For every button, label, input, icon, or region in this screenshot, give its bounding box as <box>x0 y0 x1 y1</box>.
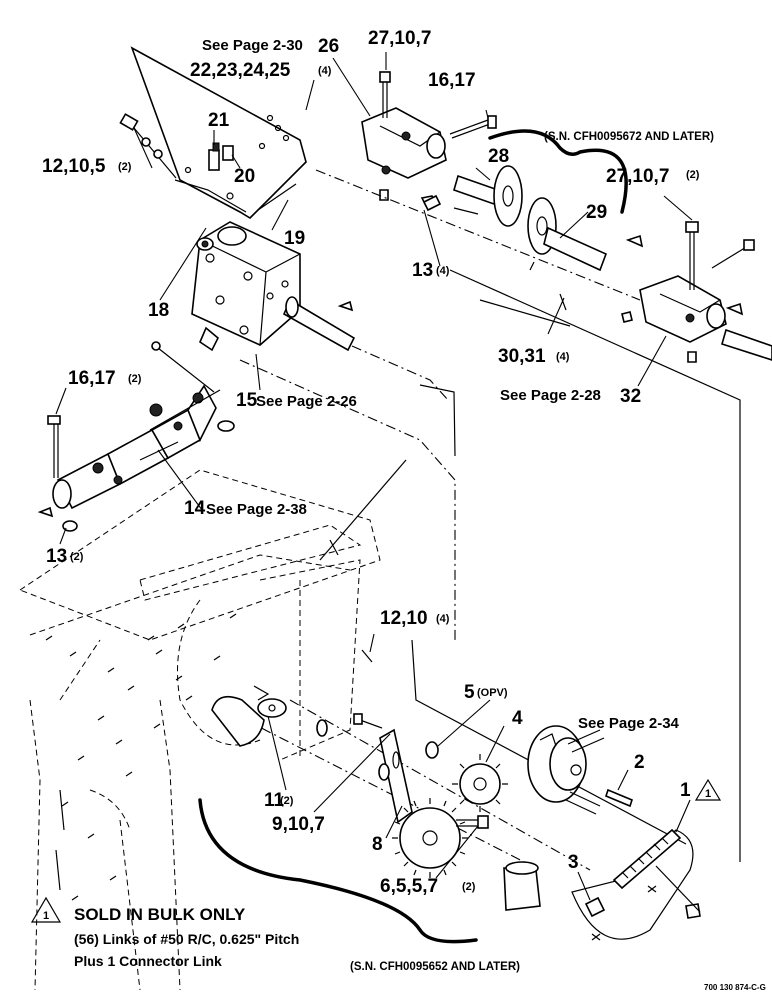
callout-16-lower-qty: (2) <box>128 373 142 385</box>
roller-sleeve <box>503 861 541 911</box>
callout-28: 28 <box>488 146 509 167</box>
callout-1-tri-num: 1 <box>705 788 711 800</box>
callout-4: 4 <box>512 708 523 729</box>
serial-brace-top <box>488 129 628 214</box>
chassis-frame-outline <box>18 469 381 991</box>
callout-15: 15 <box>236 390 258 411</box>
callout-30-qty: (4) <box>556 351 570 363</box>
u-joint-upper <box>361 71 447 207</box>
serial-brace-bottom <box>198 798 478 944</box>
bulk-note-title: SOLD IN BULK ONLY <box>74 905 246 924</box>
bulk-note: 1 SOLD IN BULK ONLY (56) Links of #50 R/… <box>30 896 299 969</box>
washer-spacer <box>316 719 439 781</box>
callout-5: 5 <box>464 682 475 703</box>
callout-14: 14 <box>184 498 206 519</box>
callout-14-ref: See Page 2-38 <box>206 501 307 518</box>
callouts: See Page 2-30 26 27,10,7 22,23,24,25 (4)… <box>42 28 766 992</box>
bolt-16-lower <box>47 415 61 478</box>
callout-15-ref: See Page 2-26 <box>256 393 357 410</box>
callout-12-upper: 12,10,5 <box>42 156 106 177</box>
gearbox <box>191 221 356 352</box>
shield-cover <box>211 685 287 747</box>
callout-27-upper: 27,10,7 <box>368 28 431 49</box>
bulk-note-triangle <box>30 896 62 923</box>
bolt-30 <box>529 261 567 311</box>
callout-3: 3 <box>568 852 579 873</box>
pin-2 <box>605 788 633 808</box>
grease-fitting <box>208 130 241 171</box>
callout-13-upper: 13 <box>412 260 433 281</box>
callout-12-lower-qty: (4) <box>436 613 450 625</box>
assembly-centerlines <box>225 169 741 871</box>
serial-note-bottom: (S.N. CFH0095652 AND LATER) <box>350 961 520 973</box>
driveline-lower <box>52 384 221 510</box>
u-joint-right <box>621 221 772 363</box>
callout-6: 6,5,5,7 <box>380 876 438 897</box>
callout-5-qty: (OPV) <box>477 687 508 699</box>
callout-22: 22,23,24,25 <box>190 60 291 81</box>
callout-12-lower: 12,10 <box>380 608 428 629</box>
callout-2: 2 <box>634 752 645 773</box>
callout-22-qty: (4) <box>318 65 332 77</box>
callout-32: 32 <box>620 386 641 407</box>
bolt-16-shaft <box>151 341 215 393</box>
bulk-note-line-2: Plus 1 Connector Link <box>74 953 222 969</box>
washer-small <box>37 420 235 532</box>
callout-19: 19 <box>284 228 305 249</box>
bolt-16-upper <box>449 115 497 139</box>
callout-18: 18 <box>148 300 169 321</box>
serial-note-top: (S.N. CFH0095672 AND LATER) <box>544 131 714 143</box>
bulk-note-line-1: (56) Links of #50 R/C, 0.625" Pitch <box>74 931 299 947</box>
bolt-12-upper <box>119 113 177 179</box>
sprocket-large <box>392 798 489 878</box>
callout-26-ref: See Page 2-30 <box>202 37 303 54</box>
clutch-hub <box>527 725 605 815</box>
callout-12-upper-qty: (2) <box>118 161 132 173</box>
bulk-note-marker: 1 <box>43 910 49 922</box>
callout-6-qty: (2) <box>462 881 476 893</box>
callout-11-qty: (2) <box>280 795 294 807</box>
callout-13-upper-qty: (4) <box>436 265 450 277</box>
callout-21: 21 <box>208 110 230 131</box>
idler-arm <box>353 713 413 824</box>
shaft-hub <box>453 165 608 272</box>
callout-1: 1 <box>680 780 691 801</box>
callout-16-lower: 16,17 <box>68 368 116 389</box>
callout-11: 11 <box>264 790 285 811</box>
callout-27-right: 27,10,7 <box>606 166 669 187</box>
callout-26: 26 <box>318 36 339 57</box>
callout-34-ref: See Page 2-34 <box>578 715 680 732</box>
callout-27-right-qty: (2) <box>686 169 700 181</box>
callout-9: 9,10,7 <box>272 814 325 835</box>
callout-30: 30,31 <box>498 346 546 367</box>
key-13 <box>337 194 442 312</box>
callout-13-lower-qty: (2) <box>70 551 84 563</box>
callout-13-lower: 13 <box>46 546 67 567</box>
drawing-number: 700 130 874-C-G <box>704 983 766 992</box>
callout-1-triangle <box>694 778 722 801</box>
callout-20: 20 <box>234 166 255 187</box>
callout-16-upper: 16,17 <box>428 70 476 91</box>
leader-lines <box>55 52 693 901</box>
drive-chain <box>571 828 701 941</box>
callout-29: 29 <box>586 202 607 223</box>
callout-32-ref: See Page 2-28 <box>500 387 601 404</box>
callout-8: 8 <box>372 834 383 855</box>
sprocket-small <box>452 754 508 812</box>
